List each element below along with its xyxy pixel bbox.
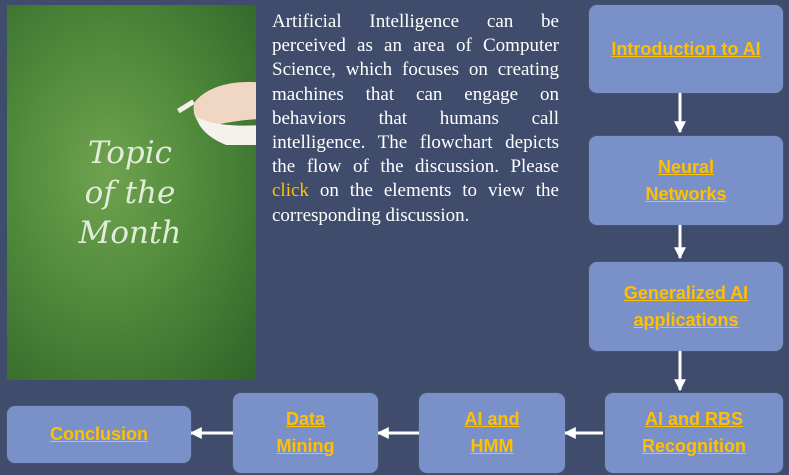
topic-of-the-month-image: Topic of the Month [7, 5, 256, 380]
flow-box-generalized-applications[interactable]: Generalized AI applications [589, 262, 783, 351]
hmm-link[interactable]: AI and HMM [464, 409, 520, 456]
flow-box-hmm[interactable]: AI and HMM [419, 393, 565, 473]
introduction-link[interactable]: Introduction to AI [611, 38, 761, 59]
generalized-applications-link[interactable]: Generalized AI applications [623, 282, 749, 330]
flow-box-conclusion[interactable]: Conclusion [7, 406, 191, 463]
flow-box-rbs-recognition[interactable]: AI and RBS Recognition [605, 393, 783, 473]
flow-box-neural-networks[interactable]: Neural Networks [589, 136, 783, 225]
neural-networks-link[interactable]: Neural Networks [645, 156, 727, 204]
intro-text-before-link: Artificial Intelligence can be perceived… [272, 11, 559, 178]
data-mining-link[interactable]: Data Mining [276, 409, 335, 456]
intro-text-after-link: on the elements to view the correspondin… [272, 180, 559, 226]
introduction-paragraph: Artificial Intelligence can be perceived… [272, 10, 559, 228]
chalk-line-month: Month [78, 215, 182, 251]
chalk-line-topic: Topic [87, 135, 173, 171]
flow-box-introduction[interactable]: Introduction to AI [589, 5, 783, 93]
conclusion-link[interactable]: Conclusion [50, 424, 148, 444]
chalk-title: Topic of the Month [55, 133, 205, 253]
click-link[interactable]: click [272, 180, 309, 202]
flow-box-data-mining[interactable]: Data Mining [233, 393, 378, 473]
rbs-recognition-link[interactable]: AI and RBS Recognition [642, 409, 746, 456]
chalk-line-of-the: of the [84, 175, 176, 211]
hand-with-chalk-icon [177, 82, 256, 145]
